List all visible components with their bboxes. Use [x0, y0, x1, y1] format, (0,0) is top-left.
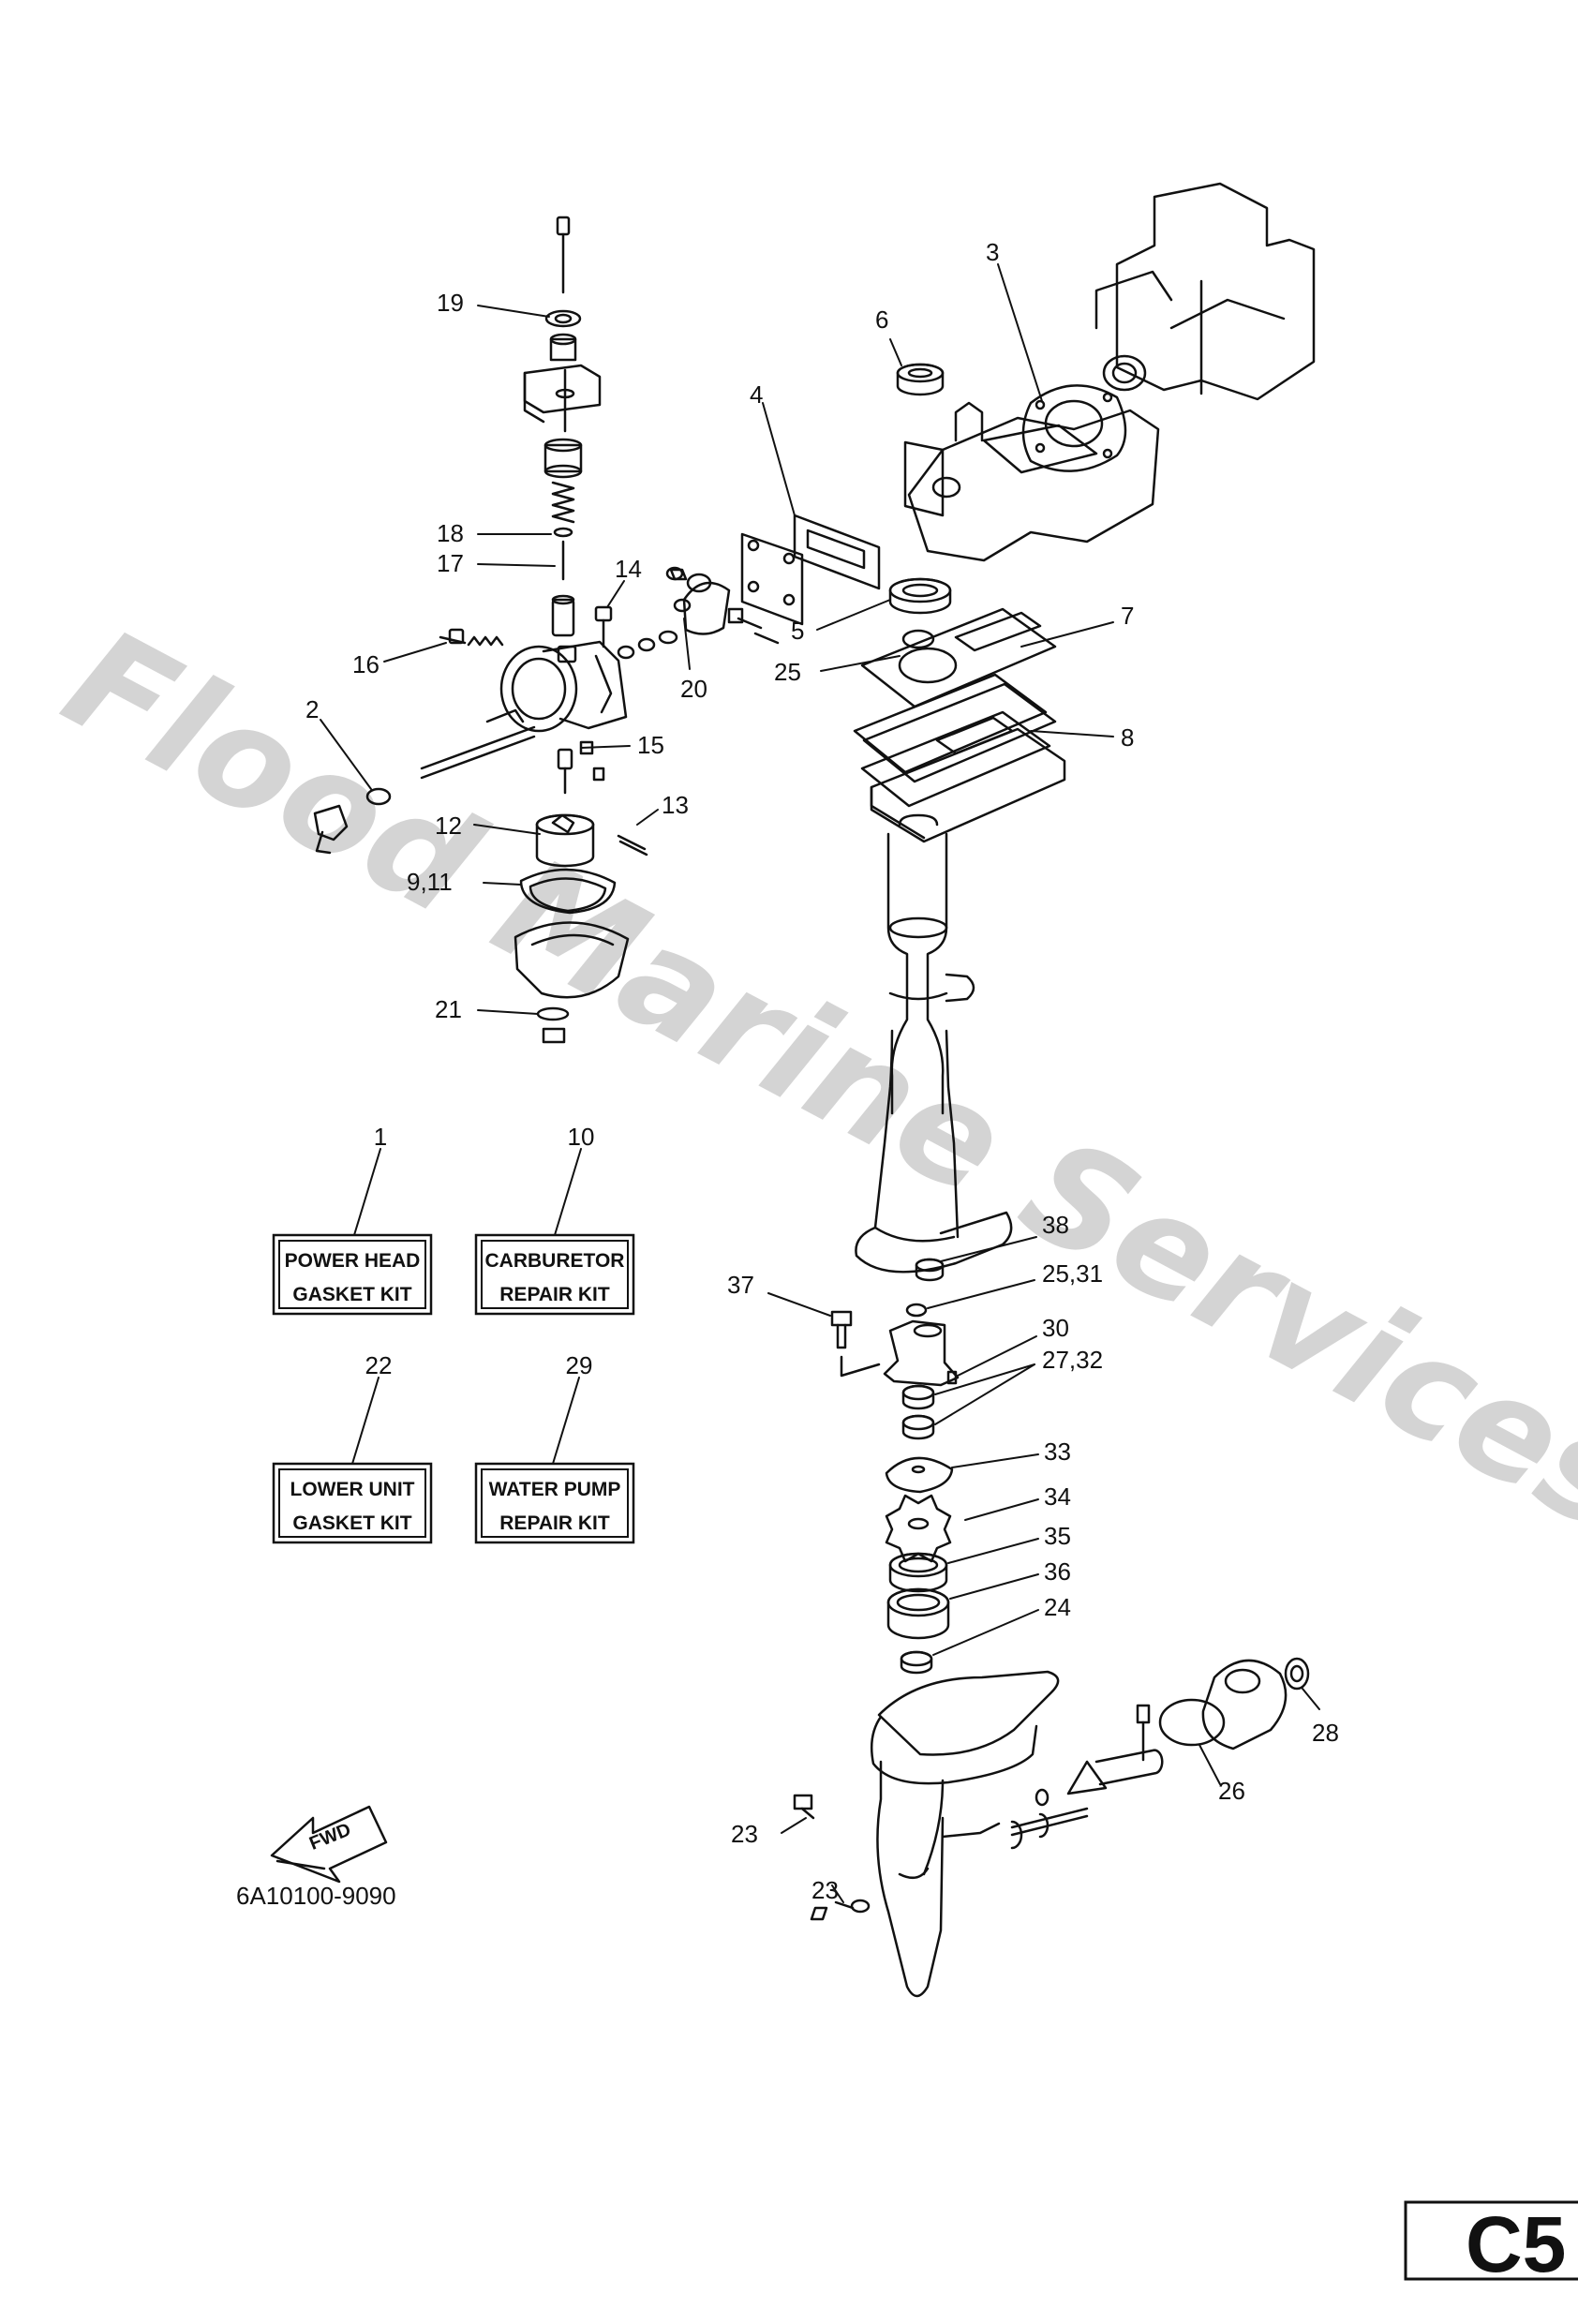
callout-number: 12	[435, 812, 462, 840]
callout-number: 2	[305, 695, 319, 723]
callout-number: 25,31	[1042, 1259, 1103, 1288]
kit-label-line2: REPAIR KIT	[499, 1284, 610, 1305]
lower-unit-assembly	[793, 1258, 1310, 1998]
callout-number: 20	[680, 675, 707, 703]
callout-number: 36	[1044, 1557, 1071, 1586]
callout-number: 34	[1044, 1482, 1071, 1511]
kit-ref-number: 1	[374, 1123, 387, 1151]
kit-ref-number: 29	[566, 1351, 593, 1379]
callout-number: 38	[1042, 1211, 1069, 1239]
callout-number: 35	[1044, 1522, 1071, 1550]
kit-box: WATER PUMP REPAIR KIT	[474, 1462, 635, 1544]
callout-number: 14	[615, 555, 642, 583]
callout-number: 15	[637, 731, 664, 759]
fwd-arrow-icon	[270, 1805, 388, 1884]
kit-label-line1: LOWER UNIT	[290, 1479, 415, 1500]
kit-box: CARBURETOR REPAIR KIT	[474, 1233, 635, 1316]
callout-number: 33	[1044, 1438, 1071, 1466]
drawing-number: 6A10100-9090	[236, 1882, 396, 1910]
callout-number: 4	[750, 380, 763, 409]
callout-number: 18	[437, 519, 464, 547]
callout-number: 24	[1044, 1593, 1071, 1621]
kit-label-line2: GASKET KIT	[292, 1284, 411, 1305]
powerhead-assembly	[669, 182, 1316, 808]
callout-number: 17	[437, 549, 464, 577]
callout-number: 23	[731, 1820, 758, 1848]
kit-label-line2: GASKET KIT	[292, 1512, 411, 1534]
callout-number: 13	[662, 791, 689, 819]
page-code-box: C5	[1404, 2200, 1578, 2288]
callout-number: 3	[986, 238, 999, 266]
callout-number: 26	[1218, 1777, 1245, 1805]
driveshaft-housing	[855, 727, 1066, 1274]
kit-box: POWER HEAD GASKET KIT	[272, 1233, 433, 1316]
callout-number: 6	[875, 305, 888, 334]
callout-number: 7	[1121, 602, 1134, 630]
kit-label-line1: CARBURETOR	[485, 1250, 625, 1272]
callout-number: 30	[1042, 1314, 1069, 1342]
carburetor-assembly	[313, 216, 731, 1044]
kit-ref-number: 22	[365, 1351, 393, 1379]
callout-number: 23	[811, 1876, 839, 1904]
callout-number: 21	[435, 995, 462, 1023]
callout-number: 27,32	[1042, 1346, 1103, 1374]
callout-number: 9,11	[407, 868, 453, 896]
kit-label-line2: REPAIR KIT	[499, 1512, 610, 1534]
callout-number: 5	[791, 617, 804, 645]
callout-number: 16	[352, 650, 380, 678]
callout-number: 19	[437, 289, 464, 317]
kit-label-line1: POWER HEAD	[285, 1250, 421, 1272]
callout-number: 8	[1121, 723, 1134, 752]
kit-label-line1: WATER PUMP	[489, 1479, 621, 1500]
callout-number: 28	[1312, 1719, 1339, 1747]
kit-ref-number: 10	[568, 1123, 595, 1151]
callout-leader-lines	[320, 263, 1320, 1903]
kit-box: LOWER UNIT GASKET KIT	[272, 1462, 433, 1544]
callout-number: 37	[727, 1271, 754, 1299]
page-code: C5	[1466, 2200, 1566, 2288]
callout-number: 25	[774, 658, 801, 686]
watermark-text: Flood Marine Services	[40, 598, 1578, 1564]
